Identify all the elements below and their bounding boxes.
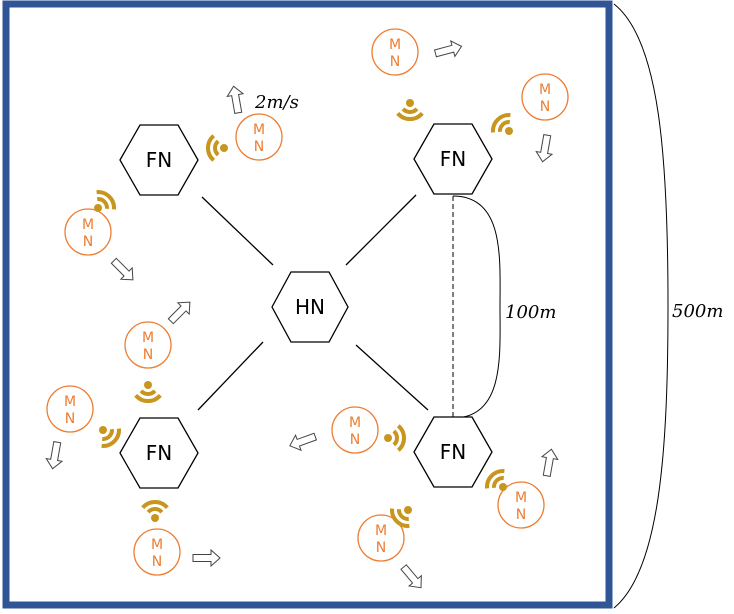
area-size-brace [613,3,669,609]
mobile-node-label-n: N [254,139,264,155]
mobile-node: MN [521,73,569,121]
mobile-node-label-m: M [515,490,527,506]
hub-node-label: HN [295,295,325,319]
fog-node-bottom-left: FN [119,417,199,489]
mobile-node: MN [235,113,283,161]
fn-distance-brace [452,195,501,419]
wifi-signal-icon [491,113,513,135]
wifi-signal-icon [384,424,406,452]
mobile-node: MN [371,28,419,76]
wifi-signal-icon [396,99,424,121]
movement-arrow-icon [192,548,221,568]
link-hn-fn-top-right [345,194,417,266]
movement-arrow-icon [289,432,318,452]
link-hn-fn-top-left [201,196,274,266]
mobile-node-label-n: N [376,540,386,556]
mobile-node-label-m: M [375,523,387,539]
mobile-node: MN [64,208,112,256]
wifi-signal-icon [99,426,121,448]
fog-node-label: FN [440,147,466,171]
mobile-node: MN [133,528,181,576]
mobile-node-label-m: M [253,122,265,138]
fog-node-label: FN [146,441,172,465]
mobile-node-label-m: M [82,217,94,233]
mobile-node-label-m: M [142,330,154,346]
movement-arrow-icon [45,441,64,470]
speed-label: 2m/s [254,92,299,113]
movement-arrow-icon [433,40,463,58]
area-boundary [2,0,613,609]
wifi-signal-icon [94,190,116,212]
wifi-signal-icon [485,469,507,491]
wifi-signal-icon [206,134,228,162]
mobile-node: MN [46,385,94,433]
mobile-node: MN [124,321,172,369]
fog-node-label: FN [146,148,172,172]
area-size-label: 500m [672,301,723,322]
fog-node-top-left: FN [119,124,199,196]
link-hn-fn-bottom-right [355,344,429,411]
fn-distance-label: 100m [505,302,556,323]
wifi-signal-icon [390,506,412,528]
movement-arrow-icon [400,564,422,589]
mobile-node: MN [497,481,545,529]
mobile-node-label-n: N [390,54,400,70]
mobile-node: MN [357,514,405,562]
link-hn-fn-bottom-left [197,341,264,411]
movement-arrow-icon [167,301,191,325]
movement-arrow-icon [110,257,134,281]
movement-arrow-icon [226,85,245,114]
hub-node: HN [271,271,349,343]
mobile-node-label-m: M [539,82,551,98]
mobile-node-label-n: N [516,507,526,523]
mobile-node-label-m: M [389,37,401,53]
fog-node-label: FN [440,440,466,464]
mobile-node-label-n: N [83,234,93,250]
fog-node-bottom-right: FN [413,416,493,488]
mobile-node-label-m: M [151,537,163,553]
mobile-node-label-n: N [143,347,153,363]
mobile-node-label-n: N [350,432,360,448]
wifi-signal-icon [134,381,162,403]
mobile-node-label-m: M [64,394,76,410]
mobile-node-label-n: N [152,554,162,570]
movement-arrow-icon [535,134,554,163]
fog-node-top-right: FN [413,123,493,195]
wifi-signal-icon [141,500,169,522]
mobile-node: MN [331,406,379,454]
mobile-node-label-n: N [65,411,75,427]
mobile-node-label-m: M [349,415,361,431]
movement-arrow-icon [540,448,559,477]
mobile-node-label-n: N [540,99,550,115]
